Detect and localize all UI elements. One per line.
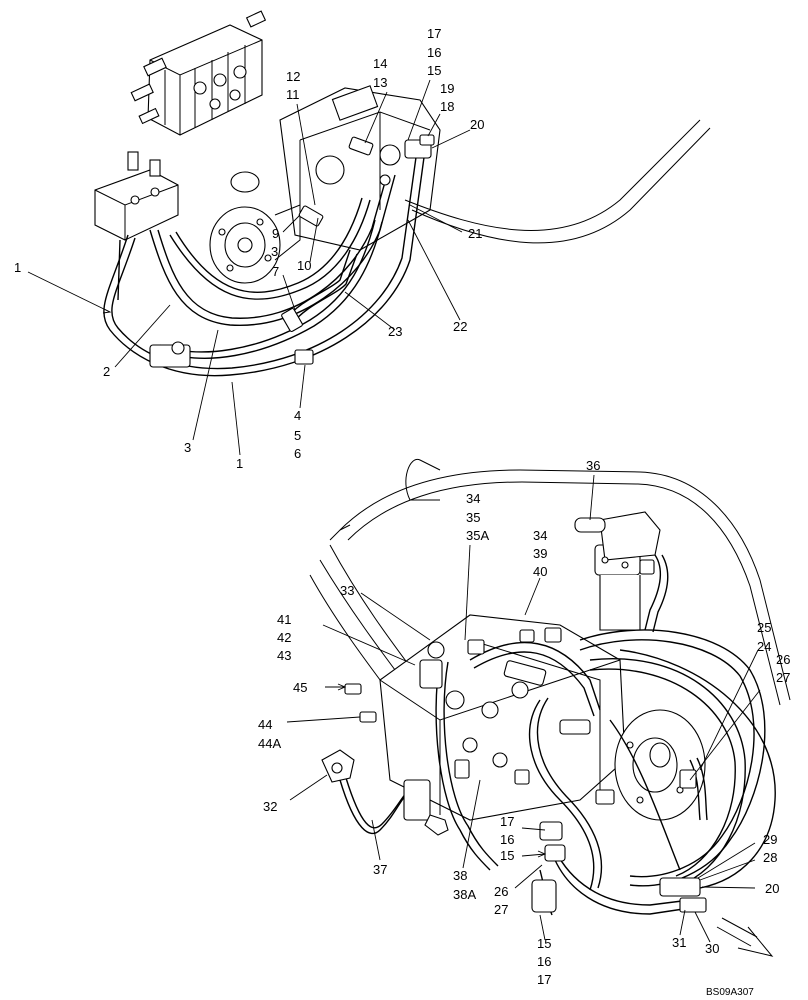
callout-6: 6 xyxy=(294,446,301,461)
callout-17-bottom: 17 xyxy=(537,972,551,987)
lower-hoses xyxy=(339,629,776,916)
callout-38A: 38A xyxy=(453,887,476,902)
callout-27-right: 27 xyxy=(776,670,790,685)
control-valve-block xyxy=(130,10,267,136)
upper-hoses xyxy=(103,119,711,377)
callout-35: 35 xyxy=(466,510,480,525)
callout-5: 5 xyxy=(294,428,301,443)
callout-3: 3 xyxy=(184,440,191,455)
callout-15: 15 xyxy=(427,63,441,78)
callout-1: 1 xyxy=(14,260,21,275)
callout-16-bottom: 16 xyxy=(537,954,551,969)
hydrostatic-pump xyxy=(209,85,441,284)
callout-37: 37 xyxy=(373,862,387,877)
callout-7: 7 xyxy=(272,264,279,279)
callout-15-bottom: 15 xyxy=(537,936,551,951)
callout-12: 12 xyxy=(286,69,300,84)
callout-24: 24 xyxy=(757,639,771,654)
callout-45: 45 xyxy=(293,680,307,695)
callout-30: 30 xyxy=(705,941,719,956)
callout-35A: 35A xyxy=(466,528,489,543)
callout-32: 32 xyxy=(263,799,277,814)
callout-25: 25 xyxy=(757,620,771,635)
hydraulic-filter xyxy=(574,511,669,633)
callout-18: 18 xyxy=(440,99,454,114)
callout-33: 33 xyxy=(340,583,354,598)
callout-14: 14 xyxy=(373,56,387,71)
callout-40: 40 xyxy=(533,564,547,579)
direction-arrow xyxy=(716,917,774,957)
callout-15-lower: 15 xyxy=(500,848,514,863)
callout-16-lower: 16 xyxy=(500,832,514,847)
callout-31: 31 xyxy=(672,935,686,950)
callout-44A: 44A xyxy=(258,736,281,751)
callout-27-lower: 27 xyxy=(494,902,508,917)
callout-20: 20 xyxy=(470,117,484,132)
callout-17-lower: 17 xyxy=(500,814,514,829)
callout-22: 22 xyxy=(453,319,467,334)
callout-38: 38 xyxy=(453,868,467,883)
pilot-valve xyxy=(94,151,179,241)
upper-callouts: 1 1 2 3 3 4 5 6 7 9 10 11 12 13 14 15 16… xyxy=(14,26,484,471)
callout-21: 21 xyxy=(468,226,482,241)
callout-44: 44 xyxy=(258,717,272,732)
upper-assembly: 1 1 2 3 3 4 5 6 7 9 10 11 12 13 14 15 16… xyxy=(14,10,711,471)
lower-fittings xyxy=(321,627,707,913)
callout-41: 41 xyxy=(277,612,291,627)
callout-26-right: 26 xyxy=(776,652,790,667)
callout-20-lower: 20 xyxy=(765,881,779,896)
lower-assembly: 34 35 35A 34 39 40 36 33 41 42 43 45 44 … xyxy=(258,458,791,998)
callout-39: 39 xyxy=(533,546,547,561)
callout-3-upper: 3 xyxy=(271,244,278,259)
callout-11: 11 xyxy=(286,87,300,102)
callout-10: 10 xyxy=(297,258,311,273)
callout-28: 28 xyxy=(763,850,777,865)
callout-4: 4 xyxy=(294,408,301,423)
callout-16: 16 xyxy=(427,45,441,60)
figure-code: BS09A307 xyxy=(706,987,754,998)
lower-callouts: 34 35 35A 34 39 40 36 33 41 42 43 45 44 … xyxy=(258,458,790,987)
callout-36: 36 xyxy=(586,458,600,473)
callout-13: 13 xyxy=(373,75,387,90)
callout-9: 9 xyxy=(272,226,279,241)
callout-34-b: 34 xyxy=(533,528,547,543)
callout-17: 17 xyxy=(427,26,441,41)
callout-42: 42 xyxy=(277,630,291,645)
callout-34-a: 34 xyxy=(466,491,480,506)
callout-19: 19 xyxy=(440,81,454,96)
callout-26-lower: 26 xyxy=(494,884,508,899)
callout-23: 23 xyxy=(388,324,402,339)
upper-leader-lines xyxy=(27,79,471,456)
lower-leader-lines xyxy=(286,474,761,943)
callout-29: 29 xyxy=(763,832,777,847)
callout-2: 2 xyxy=(103,364,110,379)
callout-1-lower: 1 xyxy=(236,456,243,471)
upper-fittings xyxy=(149,134,435,368)
callout-43: 43 xyxy=(277,648,291,663)
